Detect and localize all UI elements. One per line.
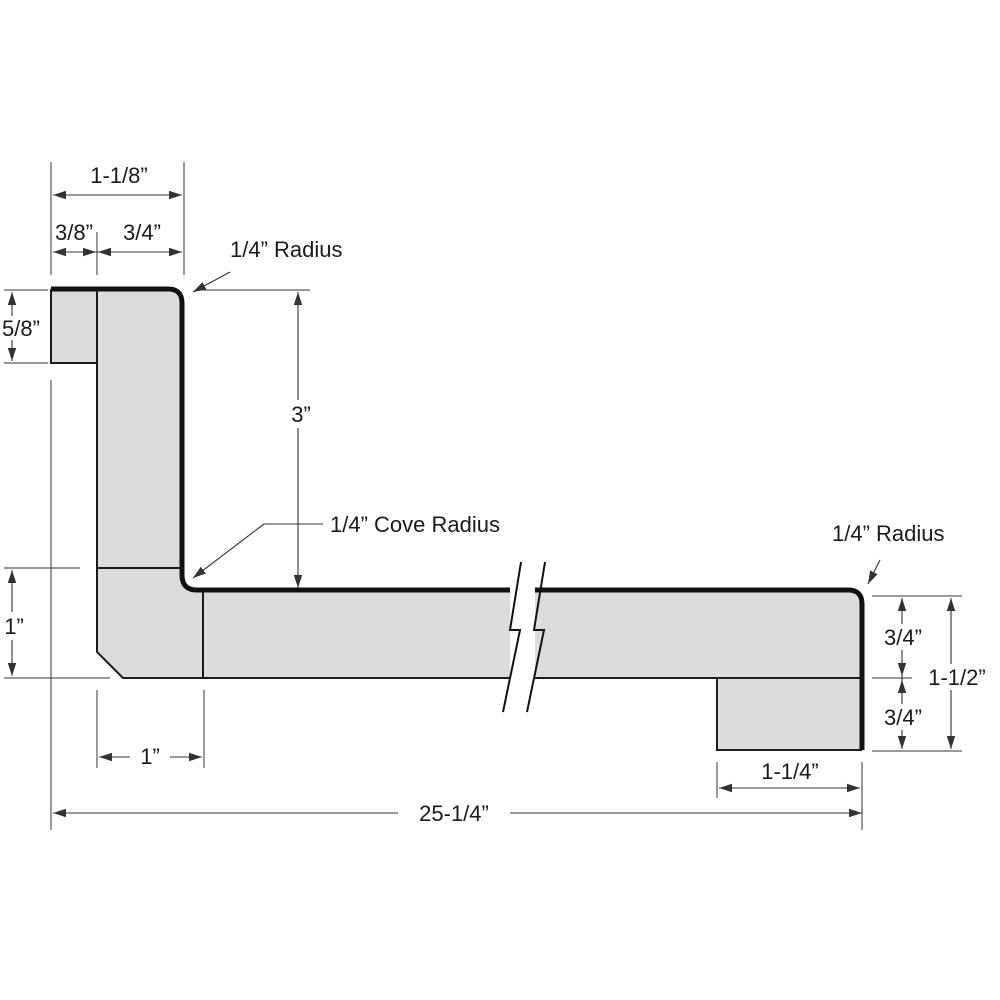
arrowhead xyxy=(7,663,17,676)
arrowhead xyxy=(847,783,860,793)
arrowhead xyxy=(897,663,907,676)
arrowhead xyxy=(189,752,202,762)
profile-backsplash-section xyxy=(51,288,510,678)
arrowhead xyxy=(849,808,862,818)
arrowhead xyxy=(897,598,907,611)
arrowhead xyxy=(868,570,878,584)
dimension-arrows xyxy=(7,190,956,818)
arrowhead xyxy=(946,736,956,749)
arrowhead xyxy=(7,348,17,361)
dim-bottom-left-width: 1” xyxy=(140,744,160,769)
dim-top-overall-width: 1-1/8” xyxy=(90,163,147,188)
dim-right-upper-height: 3/4” xyxy=(884,625,922,650)
dim-top-right-width: 3/4” xyxy=(123,220,161,245)
arrowhead xyxy=(897,736,907,749)
arrowhead xyxy=(193,282,207,292)
arrowhead xyxy=(946,598,956,611)
dim-backsplash-height: 3” xyxy=(291,402,311,427)
dim-left-top-height: 5/8” xyxy=(2,316,40,341)
break-line-left xyxy=(502,561,522,713)
dim-top-left-width: 3/8” xyxy=(55,220,93,245)
arrowhead xyxy=(53,247,66,257)
arrowhead xyxy=(169,190,182,200)
annotation-cove-radius: 1/4” Cove Radius xyxy=(330,512,500,537)
profile-right-outline xyxy=(535,677,862,751)
dim-right-lower-height: 3/4” xyxy=(884,705,922,730)
break-line-right xyxy=(526,561,546,713)
annotation-top-radius: 1/4” Radius xyxy=(230,237,343,262)
dim-right-drop-width: 1-1/4” xyxy=(761,759,818,784)
arrowhead xyxy=(98,247,111,257)
arrowhead xyxy=(7,570,17,583)
arrowhead xyxy=(53,190,66,200)
annotation-front-radius: 1/4” Radius xyxy=(832,521,945,546)
arrowhead xyxy=(897,680,907,693)
arrowhead xyxy=(83,247,96,257)
profile-top-edge-left xyxy=(51,286,510,593)
dim-left-bottom-height: 1” xyxy=(4,614,24,639)
countertop-profile xyxy=(50,286,865,751)
arrowhead xyxy=(719,783,732,793)
arrowhead xyxy=(99,752,112,762)
profile-top-edge-right xyxy=(535,587,865,750)
arrowhead xyxy=(7,292,17,305)
arrowhead xyxy=(53,808,66,818)
arrowhead xyxy=(293,575,303,588)
profile-left-outline xyxy=(50,289,510,679)
arrowhead xyxy=(293,292,303,305)
dim-overall-length: 25-1/4” xyxy=(419,801,489,826)
arrowhead xyxy=(169,247,182,257)
profile-front-section xyxy=(535,590,862,750)
arrowhead xyxy=(193,566,206,578)
dimension-labels: 1-1/8” 3/8” 3/4” 5/8” 3” 1” 1” 25-1/4” 1… xyxy=(0,162,1000,826)
dim-right-total-height: 1-1/2” xyxy=(928,665,985,690)
